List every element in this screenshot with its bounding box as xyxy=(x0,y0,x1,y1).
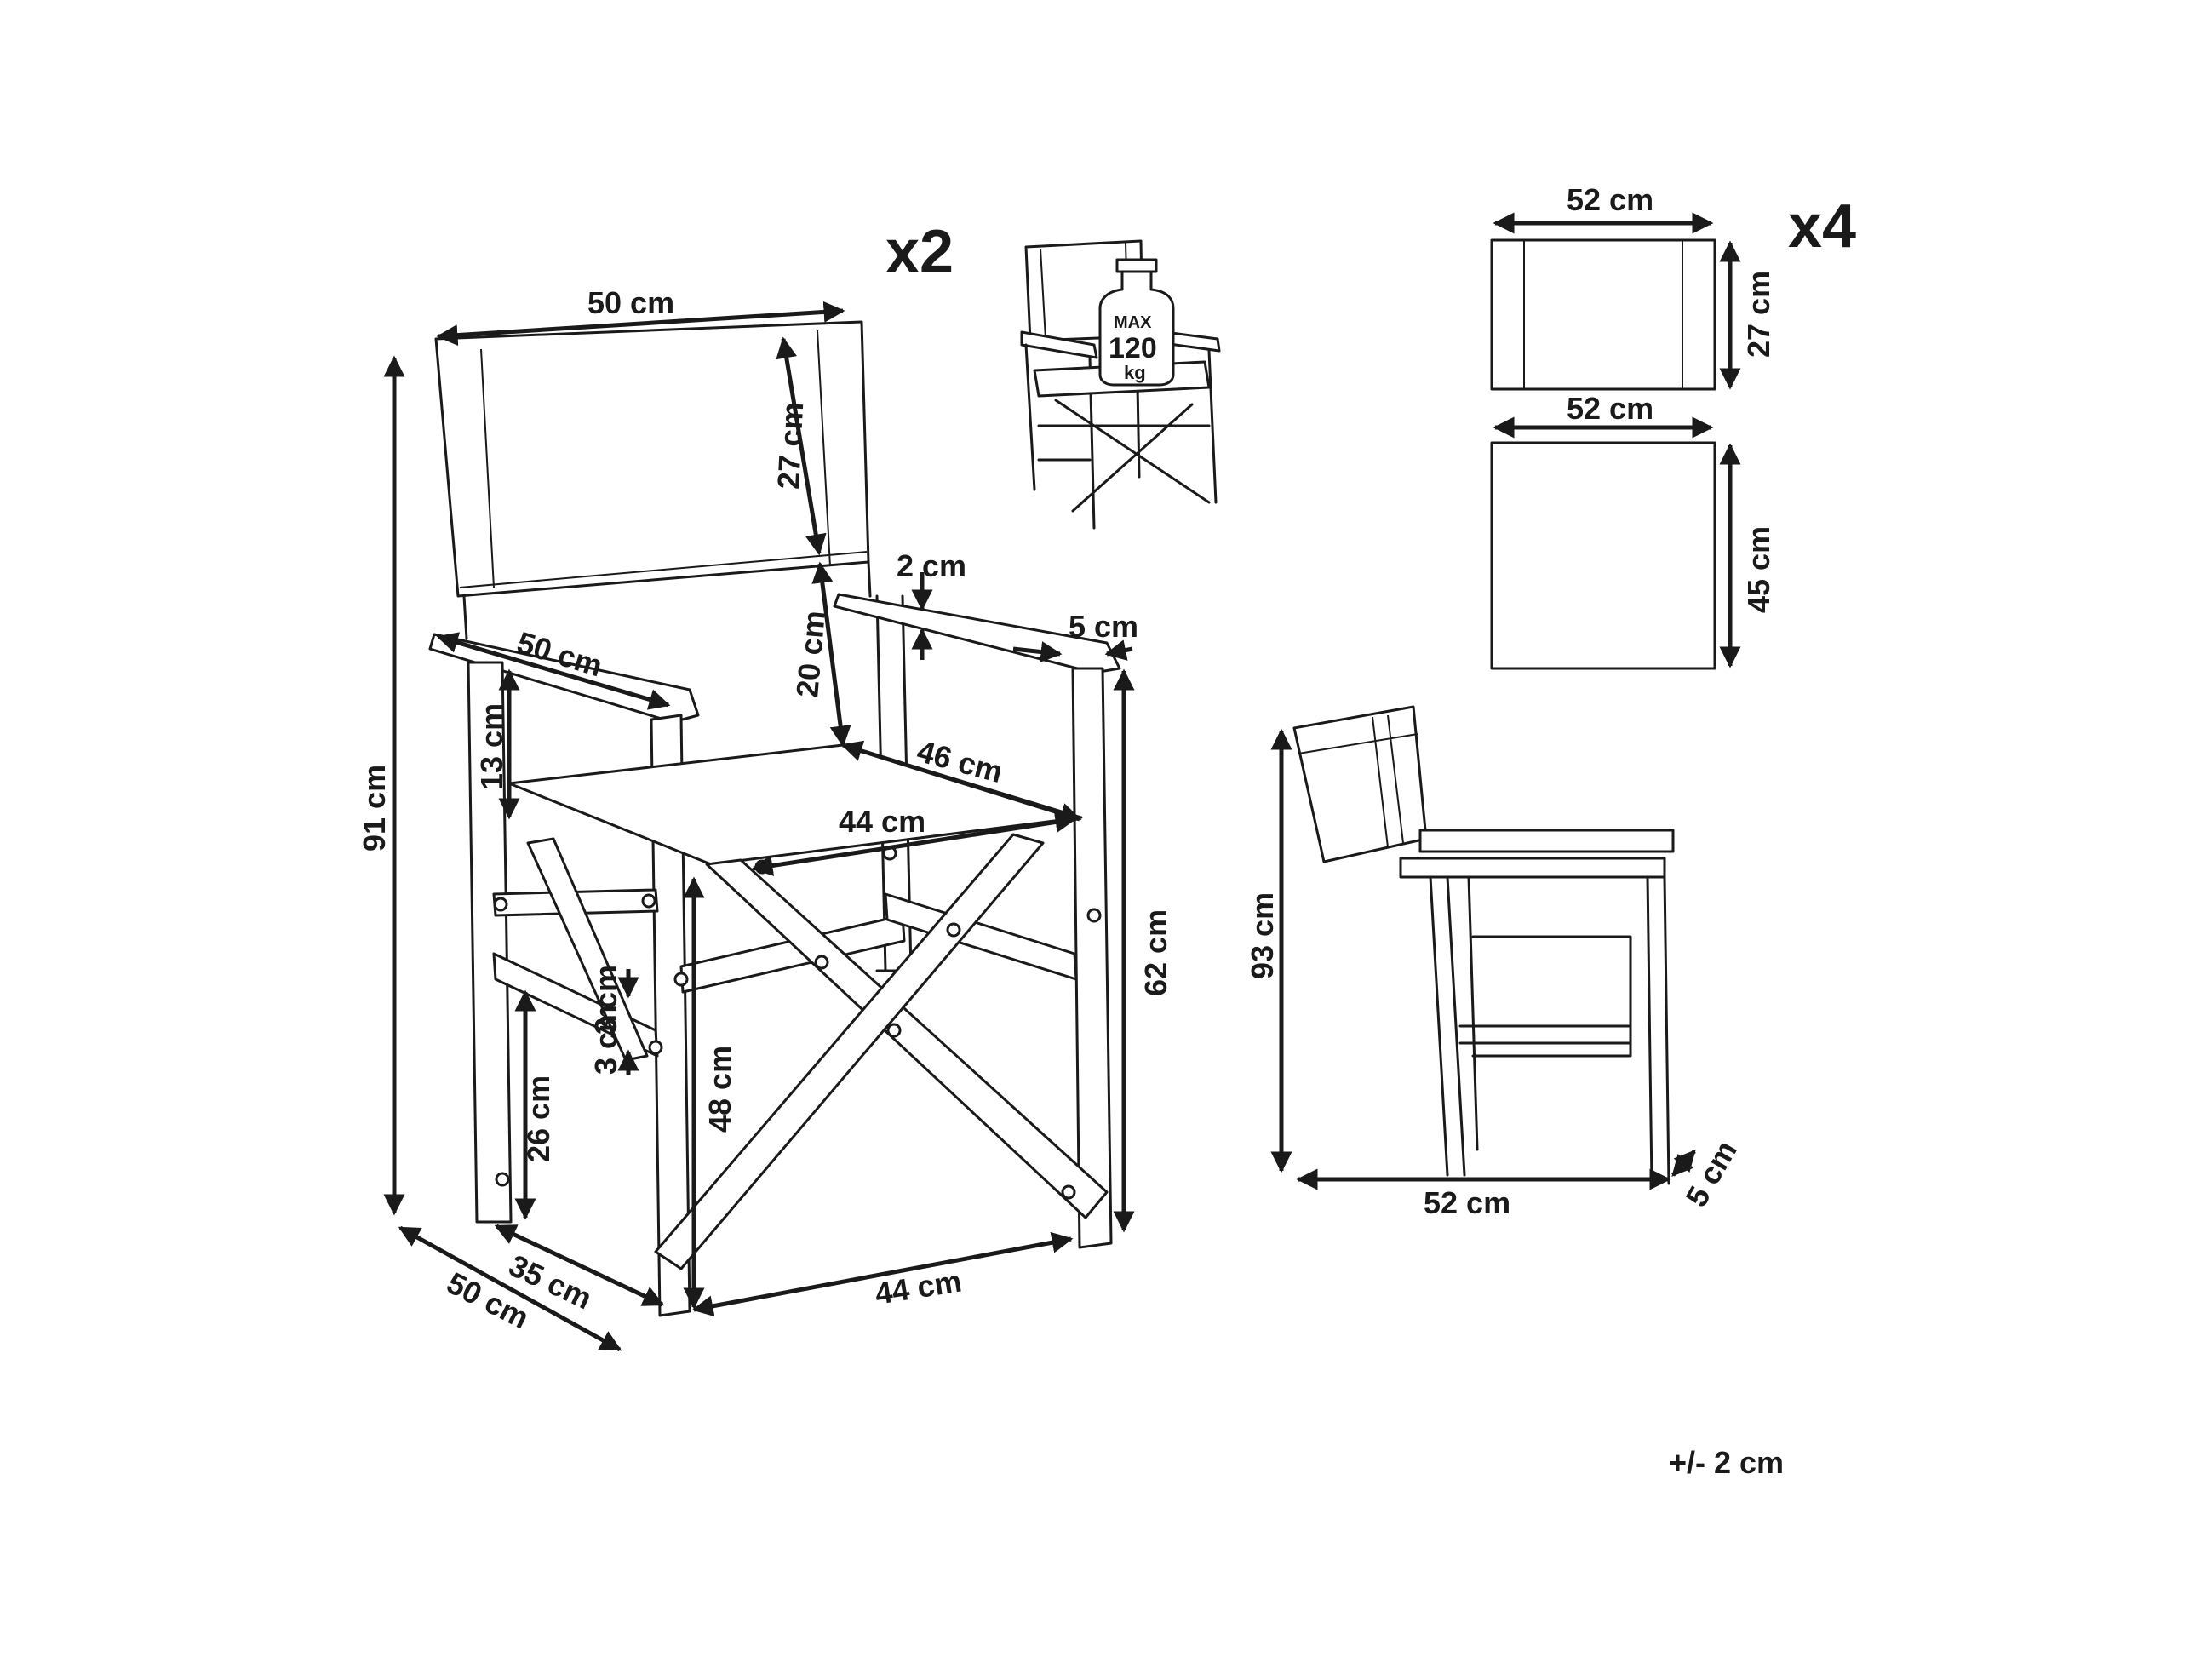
dim-line-back-height xyxy=(776,336,827,556)
dim-line-top-width xyxy=(436,301,845,347)
label-stretcher-height: 26 cm xyxy=(521,1075,556,1162)
dim-line-base-depth xyxy=(398,1225,622,1352)
dim-line-folded-depth xyxy=(1671,1150,1696,1177)
label-backrest-fabric-height: 27 cm xyxy=(1741,271,1776,358)
dim-line-seat-width xyxy=(751,811,1077,876)
dim-line-base-width xyxy=(691,1231,1074,1317)
label-seat-fabric-width: 52 cm xyxy=(1567,391,1653,426)
label-armrest-width: 5 cm xyxy=(1069,609,1138,644)
cross-bar-a xyxy=(705,858,1109,1219)
max-load-word: MAX xyxy=(1114,313,1152,332)
label-total-height: 91 cm xyxy=(357,765,392,852)
dim-line-armrest-length xyxy=(436,632,671,710)
label-seat-width: 44 cm xyxy=(839,804,925,839)
label-seat-fabric-height: 45 cm xyxy=(1741,526,1776,613)
backrest-fabric-panel: 52 cm 27 cm xyxy=(1490,182,1776,391)
label-folded-height: 93 cm xyxy=(1245,892,1280,979)
quantity-chairs-label: x2 xyxy=(885,218,954,286)
label-bar-thickness-upper: 3 cm xyxy=(588,965,623,1035)
backrest-fabric-rect xyxy=(1490,238,1716,391)
label-base-width: 44 cm xyxy=(873,1263,964,1310)
label-armrest-gap: 2 cm xyxy=(897,548,966,583)
left-cross-bar xyxy=(526,837,649,1062)
max-load-value: 120 xyxy=(1109,332,1157,364)
label-folded-depth: 5 cm xyxy=(1678,1134,1744,1213)
label-arm-to-seat: 13 cm xyxy=(474,703,509,790)
label-seat-height: 48 cm xyxy=(702,1046,737,1133)
folded-chair-drawing xyxy=(1292,705,1675,1185)
small-chair-with-weight: MAX 120 kg xyxy=(1020,239,1221,530)
label-top-width: 50 cm xyxy=(587,285,674,320)
seat-fabric-rect xyxy=(1490,441,1716,670)
label-leg-height: 62 cm xyxy=(1138,909,1173,996)
dim-line-back-to-seat xyxy=(811,561,851,748)
left-leg xyxy=(650,714,691,1317)
dim-line-armrest-width-right xyxy=(1104,639,1133,661)
label-back-to-seat: 20 cm xyxy=(789,609,832,698)
dim-line-armrest-width-left xyxy=(1012,641,1063,662)
seat-fabric-panel: 52 cm 45 cm xyxy=(1490,391,1776,670)
dim-line-seat-depth xyxy=(840,740,1082,824)
label-backrest-fabric-width: 52 cm xyxy=(1567,182,1653,217)
label-back-height: 27 cm xyxy=(771,401,810,490)
label-bar-thickness-lower: 3 cm xyxy=(588,1005,623,1075)
tolerance-note: +/- 2 cm xyxy=(1669,1445,1784,1480)
rear-stretcher xyxy=(884,892,1078,981)
quantity-fabrics-label: x4 xyxy=(1788,192,1856,261)
right-leg xyxy=(1071,667,1113,1249)
max-load-unit: kg xyxy=(1124,362,1146,383)
weight-icon xyxy=(1098,258,1175,387)
label-folded-width: 52 cm xyxy=(1424,1185,1510,1220)
